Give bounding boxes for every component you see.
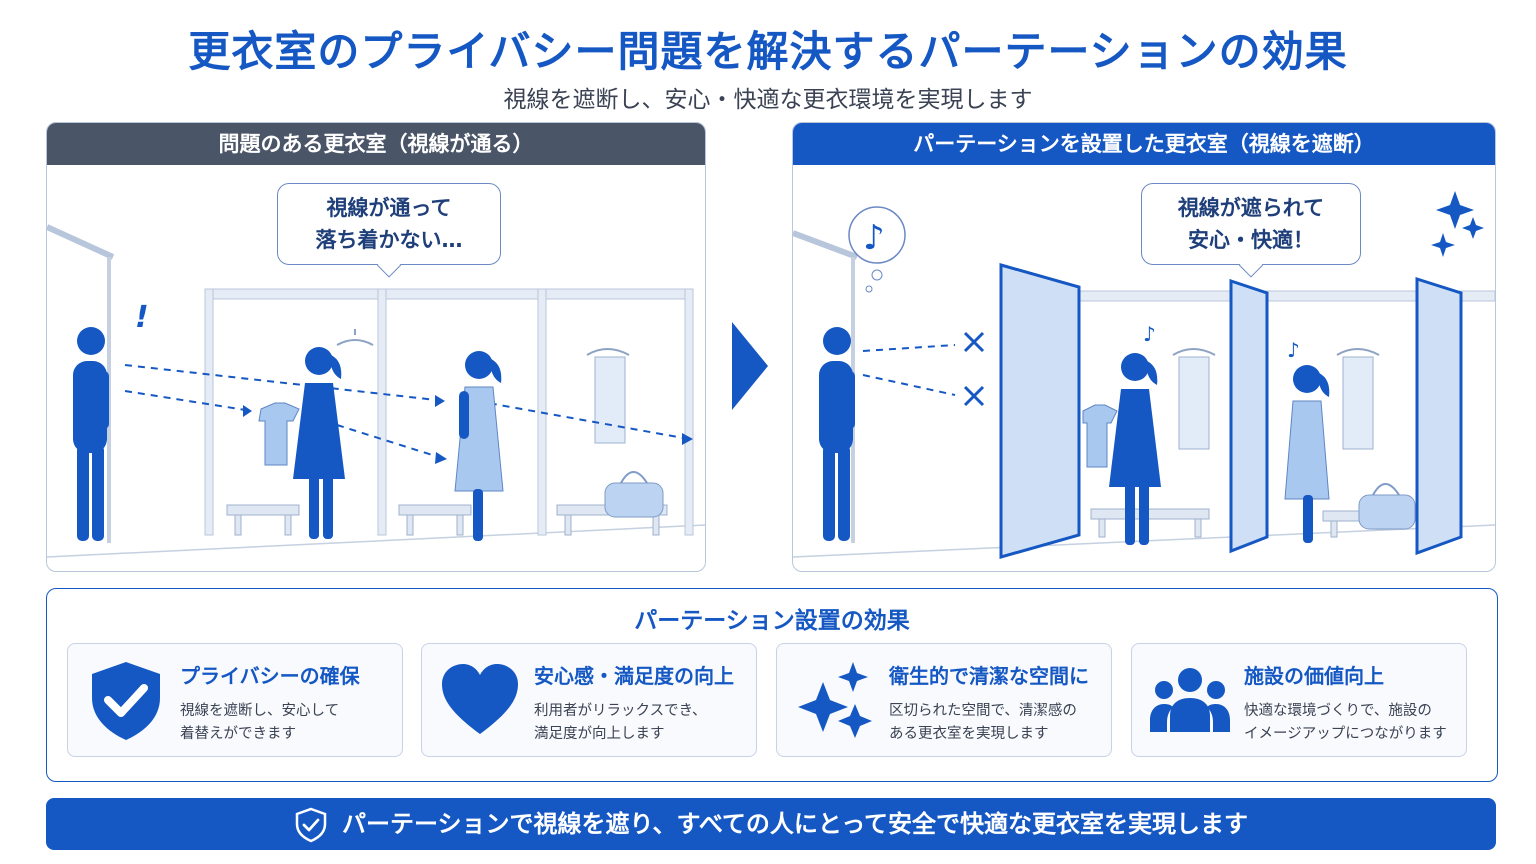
effect-card-privacy: プライバシーの確保 視線を遮断し、安心して 着替えができます — [67, 643, 403, 757]
problem-panel-header: 問題のある更衣室（視線が通る） — [47, 123, 705, 165]
solution-panel-header: パーテーションを設置した更衣室（視線を遮断） — [793, 123, 1495, 165]
solution-panel: パーテーションを設置した更衣室（視線を遮断） ♪ — [792, 122, 1496, 572]
effects-title: パーテーション設置の効果 — [634, 608, 910, 634]
effect-card-desc-line2: 満足度が向上します — [534, 726, 665, 742]
effect-card-desc-line1: 利用者がリラックスでき、 — [534, 703, 707, 719]
music-note-icon: ♪ — [863, 218, 885, 258]
effect-card-title: プライバシーの確保 — [180, 664, 360, 688]
effects-section: パーテーション設置の効果 プライバシーの確保 視線を遮断し、安心して 着替えがで… — [46, 588, 1498, 782]
effect-card-hygiene: 衛生的で清潔な空間に 区切られた空間で、清潔感の ある更衣室を実現します — [776, 643, 1112, 757]
problem-panel: 問題のある更衣室（視線が通る） ! — [46, 122, 706, 572]
footer-message: パーテーションで視線を遮り、すべての人にとって安全で快適な更衣室を実現します — [342, 810, 1248, 838]
music-note-icon-2: ♪ — [1143, 322, 1156, 346]
problem-bubble-line2: 落ち着かない… — [315, 228, 463, 252]
shield-check-icon — [92, 662, 160, 740]
blocked-x-icon — [963, 331, 985, 407]
effect-card-title: 衛生的で清潔な空間に — [889, 664, 1089, 688]
transition-arrow-icon — [732, 322, 768, 410]
problem-speech-bubble: 視線が通って 落ち着かない… — [277, 183, 501, 265]
effect-card-desc-line1: 快適な環境づくりで、施設の — [1244, 703, 1432, 719]
effect-card-desc: 快適な環境づくりで、施設の イメージアップにつながります — [1244, 700, 1460, 746]
effect-card-desc-line2: イメージアップにつながります — [1244, 726, 1447, 742]
heart-icon — [442, 664, 518, 734]
effect-card-desc-line2: ある更衣室を実現します — [889, 726, 1049, 742]
effect-card-desc-line1: 視線を遮断し、安心して — [180, 703, 340, 719]
footer-banner: パーテーションで視線を遮り、すべての人にとって安全で快適な更衣室を実現します — [46, 798, 1496, 850]
solution-bubble-line1: 視線が遮られて — [1177, 196, 1325, 220]
effect-card-desc: 視線を遮断し、安心して 着替えができます — [180, 700, 396, 746]
effect-card-facility-value: 施設の価値向上 快適な環境づくりで、施設の イメージアップにつながります — [1131, 643, 1467, 757]
problem-scene-illustration: ! — [47, 224, 705, 558]
page-subtitle: 視線を遮断し、安心・快適な更衣環境を実現します — [503, 87, 1033, 113]
sparkle-decoration-icon — [1431, 191, 1484, 257]
solution-bubble-line2: 安心・快適！ — [1188, 228, 1314, 252]
shield-check-outline-icon — [295, 807, 327, 843]
music-note-icon-3: ♪ — [1287, 338, 1300, 362]
sparkle-icon — [798, 662, 872, 738]
effect-card-title: 施設の価値向上 — [1244, 664, 1384, 688]
solution-scene-illustration: ♪ ♪ ♪ — [793, 191, 1495, 559]
effect-card-desc: 区切られた空間で、清潔感の ある更衣室を実現します — [889, 700, 1105, 746]
exclamation-mark: ! — [135, 300, 149, 335]
effect-card-desc-line2: 着替えができます — [180, 726, 296, 742]
effect-card-desc: 利用者がリラックスでき、 満足度が向上します — [534, 700, 750, 746]
solution-speech-bubble: 視線が遮られて 安心・快適！ — [1141, 183, 1361, 265]
people-group-icon — [1150, 668, 1230, 732]
page-title: 更衣室のプライバシー問題を解決するパーテーションの効果 — [188, 27, 1348, 76]
effect-card-desc-line1: 区切られた空間で、清潔感の — [889, 703, 1077, 719]
problem-bubble-line1: 視線が通って — [326, 196, 452, 220]
effect-card-satisfaction: 安心感・満足度の向上 利用者がリラックスでき、 満足度が向上します — [421, 643, 757, 757]
effect-card-title: 安心感・満足度の向上 — [534, 664, 734, 688]
